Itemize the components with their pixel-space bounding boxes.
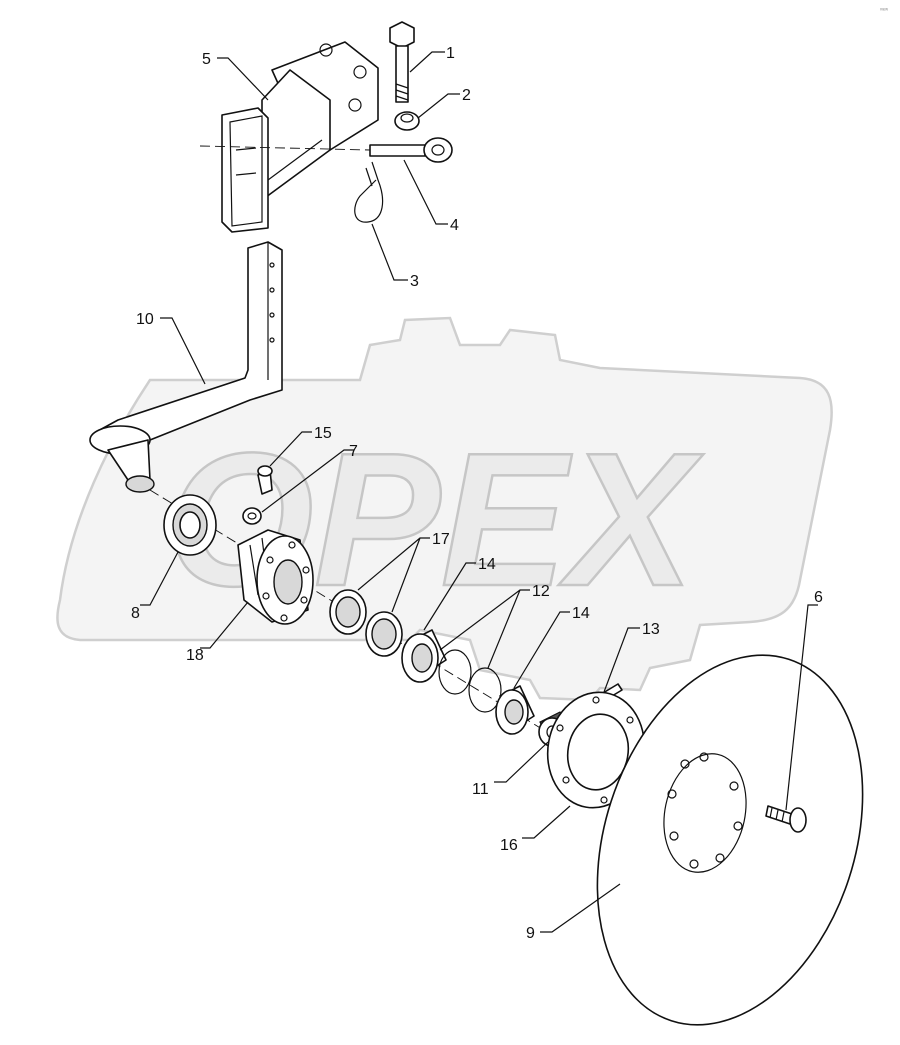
- part-9-disc: [596, 654, 864, 1026]
- part-12-rings: [438, 649, 502, 713]
- part-10-crank-arm: [89, 241, 283, 493]
- part-14-bearing-cup-b: [495, 685, 535, 735]
- part-5-bracket: [221, 41, 379, 233]
- callout-17: 17: [432, 531, 450, 548]
- callout-11: 11: [472, 781, 489, 798]
- callout-10: 10: [136, 311, 154, 328]
- part-6-disc-bolt: [765, 805, 807, 833]
- callout-14-b: 14: [572, 605, 590, 622]
- callout-labels: 1 2 3 4 5 6 7 8 9 10 11 12 13 14 14 15 1…: [131, 45, 823, 942]
- callout-1: 1: [446, 45, 455, 62]
- callout-9: 9: [526, 925, 535, 942]
- callout-5: 5: [202, 51, 211, 68]
- callout-16: 16: [500, 837, 518, 854]
- callout-6: 6: [814, 589, 823, 606]
- part-8-seal: [163, 494, 217, 556]
- corner-mark: ᵛᶦᵉʷ: [879, 8, 888, 14]
- part-2-nut: [394, 111, 420, 131]
- part-3-clip: [354, 161, 384, 223]
- callout-7: 7: [349, 443, 358, 460]
- part-4-pin: [369, 137, 453, 163]
- callout-18: 18: [186, 647, 204, 664]
- callout-14-a: 14: [478, 556, 496, 573]
- part-17-bearings: [329, 589, 403, 657]
- part-14-bearing-cup-a: [401, 629, 447, 683]
- part-1-bolt: [389, 21, 415, 103]
- callout-8: 8: [131, 605, 140, 622]
- callout-2: 2: [462, 87, 471, 104]
- callout-15: 15: [314, 425, 332, 442]
- callout-3: 3: [410, 273, 419, 290]
- callout-13: 13: [642, 621, 660, 638]
- callout-4: 4: [450, 217, 459, 234]
- leader-lines: [140, 51, 818, 933]
- part-7-nut: [242, 507, 262, 525]
- callout-12: 12: [532, 583, 550, 600]
- part-15-grease-nipple: [257, 465, 273, 495]
- part-18-hub: [237, 529, 314, 625]
